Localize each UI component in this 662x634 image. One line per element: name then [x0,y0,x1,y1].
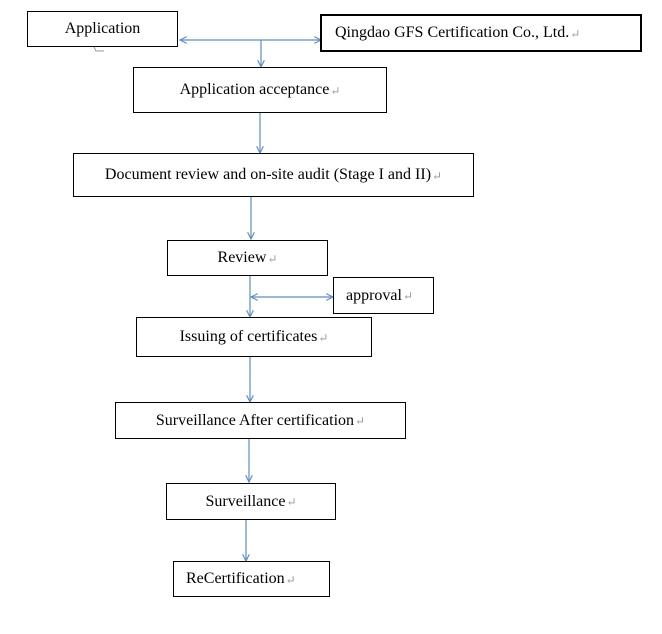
paragraph-mark: ↵ [318,330,329,345]
node-issuing: Issuing of certificates↵ [136,317,372,357]
paragraph-mark: ↵ [330,83,341,98]
node-review-label: Review [217,249,267,266]
node-surveillance-label: Surveillance [205,492,286,510]
node-recertification-label: ReCertification [186,570,285,587]
paragraph-mark: ↵ [432,168,443,183]
node-approval: approval↵ [333,277,434,314]
node-recertification: ReCertification↵ [173,561,330,597]
node-acceptance-label: Application acceptance [179,81,330,98]
node-surveillance: Surveillance↵ [166,483,336,520]
paragraph-mark: ↵ [286,495,297,509]
paragraph-mark: ↵ [355,414,366,428]
node-acceptance: Application acceptance↵ [133,67,387,113]
node-surveillance-after-label: Surveillance After certification [155,411,355,429]
paragraph-mark: ↵ [570,26,581,41]
node-document-review-label: Document review and on-site audit (Stage… [104,166,432,183]
node-approval-label: approval [346,286,402,304]
node-review: Review↵ [167,240,328,276]
paragraph-mark: ↵ [402,289,414,303]
stray-arrow-mark [92,44,104,52]
node-issuing-label: Issuing of certificates [179,328,318,345]
node-certifier-label: Qingdao GFS Certification Co., Ltd. [335,24,570,41]
node-surveillance-after: Surveillance After certification↵ [115,402,406,439]
node-document-review: Document review and on-site audit (Stage… [73,153,474,197]
node-application-label: Application [64,20,141,37]
node-application: Application [27,11,178,47]
paragraph-mark: ↵ [267,251,278,266]
node-certifier: Qingdao GFS Certification Co., Ltd.↵ [320,14,642,52]
paragraph-mark: ↵ [285,572,296,587]
